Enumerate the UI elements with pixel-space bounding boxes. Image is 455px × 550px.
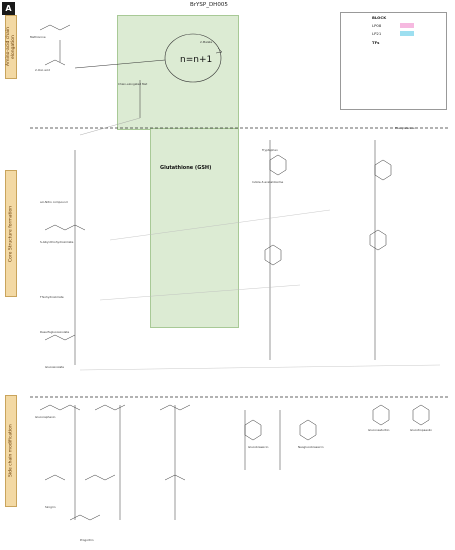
molecule-label: aci-Nitro compound <box>40 200 68 204</box>
legend-label-lp21: LP21 <box>372 31 382 36</box>
molecule-label: Glucobrassicin <box>248 445 269 449</box>
molecule-label: S-Alkyl-thiohydroximate <box>40 240 74 244</box>
legend-tfs-label: TFs <box>372 40 380 45</box>
molecule-label: Indole-3-acetaldoxime <box>252 180 284 184</box>
molecule-label: Gluconasturtiin <box>368 428 390 432</box>
panel-label: A <box>2 2 15 15</box>
molecule-label: Progoitrin <box>80 538 94 542</box>
legend-swatch-lp21 <box>400 31 414 36</box>
legend-box <box>340 12 447 110</box>
molecule-label: Glucosinolate <box>45 365 64 369</box>
molecule-label: Glucoraphanin <box>35 415 56 419</box>
molecule-label: Glucotropaeolin <box>410 428 433 432</box>
molecule-label: Desulfoglucosinolate <box>40 330 70 334</box>
gsh-label: Glutathione (GSH) <box>160 165 212 171</box>
legend-title: BLOCK <box>372 15 387 20</box>
molecule-label: Methionine <box>30 35 46 39</box>
gsh-conjugation-box <box>150 128 239 328</box>
diagram-title: BrYSP_DH005 <box>190 2 228 8</box>
molecule-label: Chain-elongated Met <box>118 82 148 86</box>
chain-elongation-box <box>117 15 239 130</box>
molecule-label: Phenylalanine <box>395 126 415 130</box>
molecule-label: 2-Oxo acid <box>35 68 51 72</box>
cycle-label: n=n+1 <box>180 55 213 65</box>
molecule-label: Neoglucobrassicin <box>298 445 324 449</box>
molecule-label: 2-Malate <box>200 40 213 44</box>
molecule-label: Sinigrin <box>45 505 56 509</box>
legend-swatch-lp08 <box>400 23 414 28</box>
molecule-label: Thiohydroximate <box>40 295 64 299</box>
molecule-label: Tryptophan <box>262 148 278 152</box>
legend-label-lp08: LP08 <box>372 23 382 28</box>
